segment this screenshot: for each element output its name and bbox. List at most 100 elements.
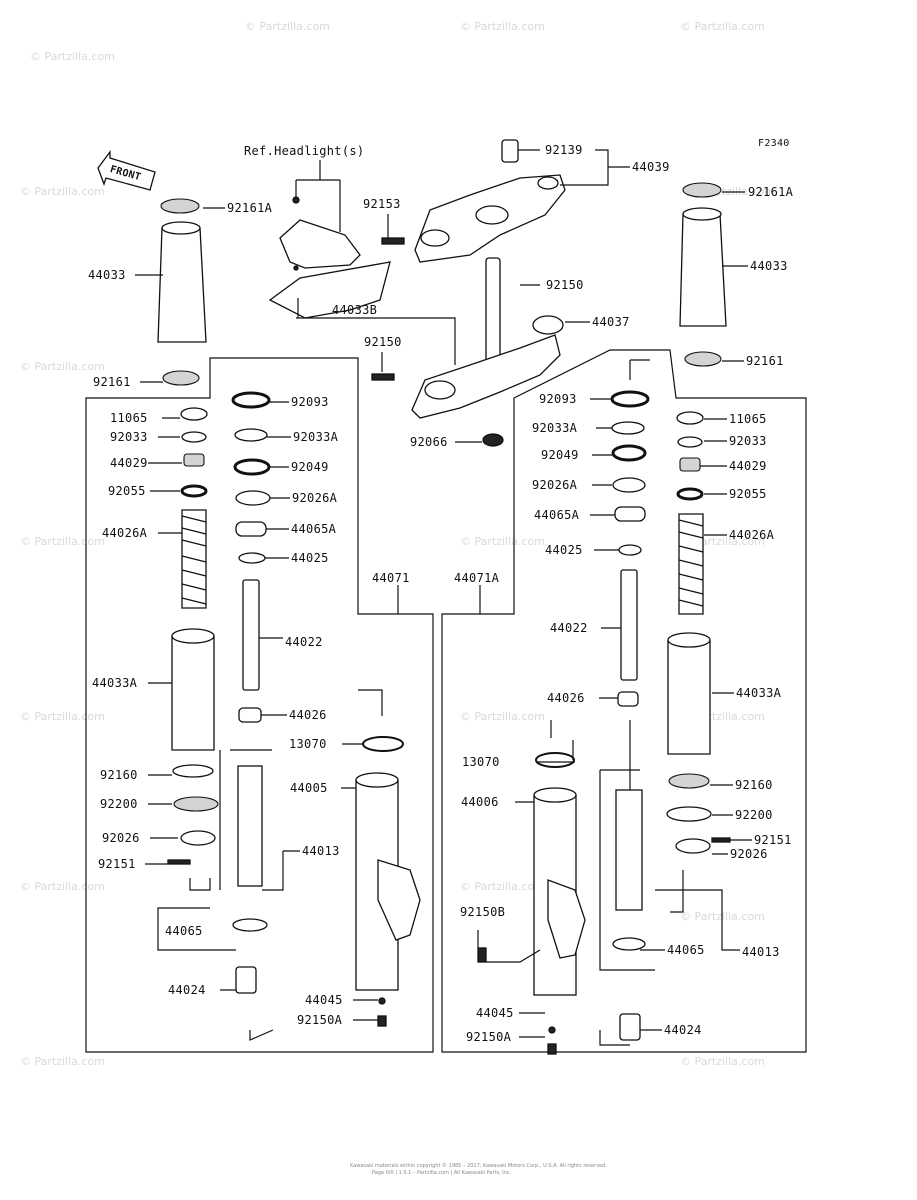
label-44029: 44029 [110, 456, 148, 470]
right-outer-parts [612, 182, 731, 1041]
label-r-92049: 92049 [541, 448, 579, 462]
label-rr-11065: 11065 [729, 412, 767, 426]
watermark: © Partzilla.com [245, 20, 330, 33]
figure-code: F2340 [758, 138, 790, 149]
bolt-92150 [371, 373, 395, 381]
label-44033: 44033 [88, 268, 126, 282]
label-rr-44026a: 44026A [729, 528, 775, 542]
label-92049: 92049 [291, 460, 329, 474]
watermark: © Partzilla.com [20, 710, 105, 723]
label-44033b: 44033B [332, 303, 377, 317]
label-92151: 92151 [98, 857, 136, 871]
watermark: © Partzilla.com [20, 360, 105, 373]
label-r-44026: 44026 [547, 691, 585, 705]
leader-44039 [518, 149, 630, 186]
label-rr-44065: 44065 [667, 943, 705, 957]
upper-bracket-44039 [414, 139, 566, 263]
watermark: © Partzilla.com [460, 535, 545, 548]
label-92150-mid: 92150 [364, 335, 402, 349]
label-11065: 11065 [110, 411, 148, 425]
label-44045: 44045 [305, 993, 343, 1007]
label-rr-92161a: 92161A [748, 185, 794, 199]
label-92160: 92160 [100, 768, 138, 782]
watermark: © Partzilla.com [30, 50, 115, 63]
left-inner-parts [231, 391, 421, 1027]
watermark: © Partzilla.com [680, 20, 765, 33]
label-44013: 44013 [302, 844, 340, 858]
left-outer-leaders [135, 207, 236, 991]
kit-box-44071 [85, 357, 434, 1053]
left-inner-leaders [219, 401, 383, 1041]
label-92139: 92139 [545, 143, 583, 157]
left-outer-parts [157, 198, 268, 994]
label-rr-92151: 92151 [754, 833, 792, 847]
watermark: © Partzilla.com [460, 710, 545, 723]
label-92026a: 92026A [292, 491, 338, 505]
ref-leader [295, 160, 341, 232]
label-92033: 92033 [110, 430, 148, 444]
label-44026a: 44026A [102, 526, 148, 540]
label-44071a: 44071A [454, 571, 500, 585]
label-rr-92161: 92161 [746, 354, 784, 368]
watermark: © Partzilla.com [20, 1055, 105, 1068]
right-inner-parts [477, 390, 650, 1055]
ref-connector [296, 298, 456, 365]
bolt-92153 [381, 237, 405, 245]
label-r-13070: 13070 [462, 755, 500, 769]
kit-leaders [397, 585, 481, 614]
label-r-92150b: 92150B [460, 905, 505, 919]
label-92055: 92055 [108, 484, 146, 498]
front-arrow-icon: FRONT [97, 150, 156, 191]
watermark: © Partzilla.com [680, 1055, 765, 1068]
kit-box-44071a [441, 349, 807, 1053]
label-rr-44033a: 44033A [736, 686, 782, 700]
label-rr-92055: 92055 [729, 487, 767, 501]
label-r-92026a: 92026A [532, 478, 578, 492]
label-rr-44029: 44029 [729, 459, 767, 473]
label-92153: 92153 [363, 197, 401, 211]
label-rr-92160: 92160 [735, 778, 773, 792]
label-44022: 44022 [285, 635, 323, 649]
label-92150a: 92150A [297, 1013, 343, 1027]
label-44033a: 44033A [92, 676, 138, 690]
label-r-44006: 44006 [461, 795, 499, 809]
watermark: © Partzilla.com [460, 20, 545, 33]
label-r-44045: 44045 [476, 1006, 514, 1020]
right-inner-leaders [477, 359, 655, 1038]
label-92026: 92026 [102, 831, 140, 845]
label-44005: 44005 [290, 781, 328, 795]
label-44071: 44071 [372, 571, 410, 585]
label-rr-44033: 44033 [750, 259, 788, 273]
watermark: © Partzilla.com [20, 185, 105, 198]
label-rr-44024: 44024 [664, 1023, 702, 1037]
label-92033a: 92033A [293, 430, 339, 444]
label-92200: 92200 [100, 797, 138, 811]
stem-44037 [411, 257, 564, 447]
label-44037: 44037 [592, 315, 630, 329]
leader-stem [520, 284, 590, 323]
label-r-44065a: 44065A [534, 508, 580, 522]
label-44065a: 44065A [291, 522, 337, 536]
label-44025: 44025 [291, 551, 329, 565]
watermark: © Partzilla.com [460, 880, 545, 893]
label-13070: 13070 [289, 737, 327, 751]
label-44026: 44026 [289, 708, 327, 722]
label-92093: 92093 [291, 395, 329, 409]
label-92066: 92066 [410, 435, 448, 449]
label-rr-92200: 92200 [735, 808, 773, 822]
watermark-layer: © Partzilla.com © Partzilla.com © Partzi… [20, 20, 775, 1068]
label-rr-92033: 92033 [729, 434, 767, 448]
copyright-line: Kawasaki materials within copyright © 19… [350, 1162, 607, 1169]
label-44024: 44024 [168, 983, 206, 997]
label-r-44025: 44025 [545, 543, 583, 557]
label-r-92033a: 92033A [532, 421, 578, 435]
label-r-44022: 44022 [550, 621, 588, 635]
label-92161: 92161 [93, 375, 131, 389]
copyright-line-2: Page 0/0 | 1.0.1 – Partzilla.com | All K… [372, 1170, 512, 1176]
watermark: © Partzilla.com [20, 880, 105, 893]
label-92150-top: 92150 [546, 278, 584, 292]
label-rr-44013: 44013 [742, 945, 780, 959]
label-r-92150a: 92150A [466, 1030, 512, 1044]
label-44065: 44065 [165, 924, 203, 938]
label-r-92093: 92093 [539, 392, 577, 406]
